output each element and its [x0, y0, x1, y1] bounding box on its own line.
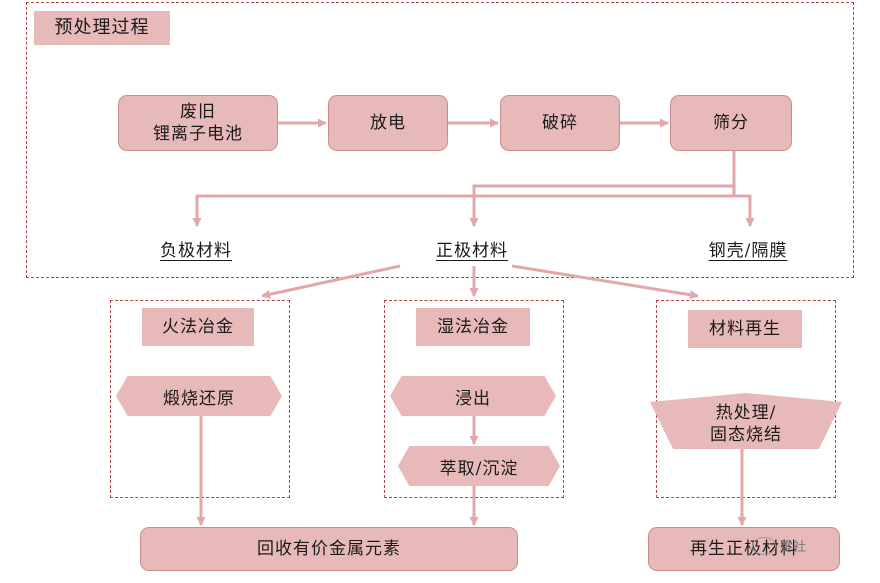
- watermark: 零社: [752, 536, 806, 555]
- flow-node-crush: 破碎: [500, 95, 620, 151]
- regen-title: 材料再生: [688, 310, 802, 348]
- watermark-text: 零社: [780, 540, 807, 555]
- flow-node-waste-battery: 废旧 锂离子电池: [118, 95, 278, 151]
- output-shell-separator: 钢壳/隔膜: [708, 241, 788, 261]
- output-cathode-material: 正极材料: [436, 241, 508, 261]
- hydro-step-leaching: 浸出: [390, 376, 556, 416]
- hydro-step-extraction: 萃取/沉淀: [398, 446, 560, 486]
- preprocess-frame: [26, 2, 854, 278]
- result-regenerated-cathode: 再生正极材料: [648, 527, 840, 571]
- hydro-title: 湿法冶金: [416, 308, 530, 346]
- wechat-icon: [752, 536, 776, 555]
- result-recovered-metals: 回收有价金属元素: [140, 527, 518, 571]
- flow-node-sieve: 筛分: [670, 95, 792, 151]
- regen-frame: [656, 300, 836, 498]
- regen-step-heat-treatment: 热处理/ 固态烧结: [650, 393, 842, 449]
- stage-label: 预处理过程: [34, 11, 170, 45]
- flow-node-discharge: 放电: [328, 95, 448, 151]
- pyro-title: 火法冶金: [142, 308, 254, 346]
- output-anode-material: 负极材料: [160, 241, 232, 261]
- pyro-step-calcination: 煅烧还原: [116, 376, 282, 416]
